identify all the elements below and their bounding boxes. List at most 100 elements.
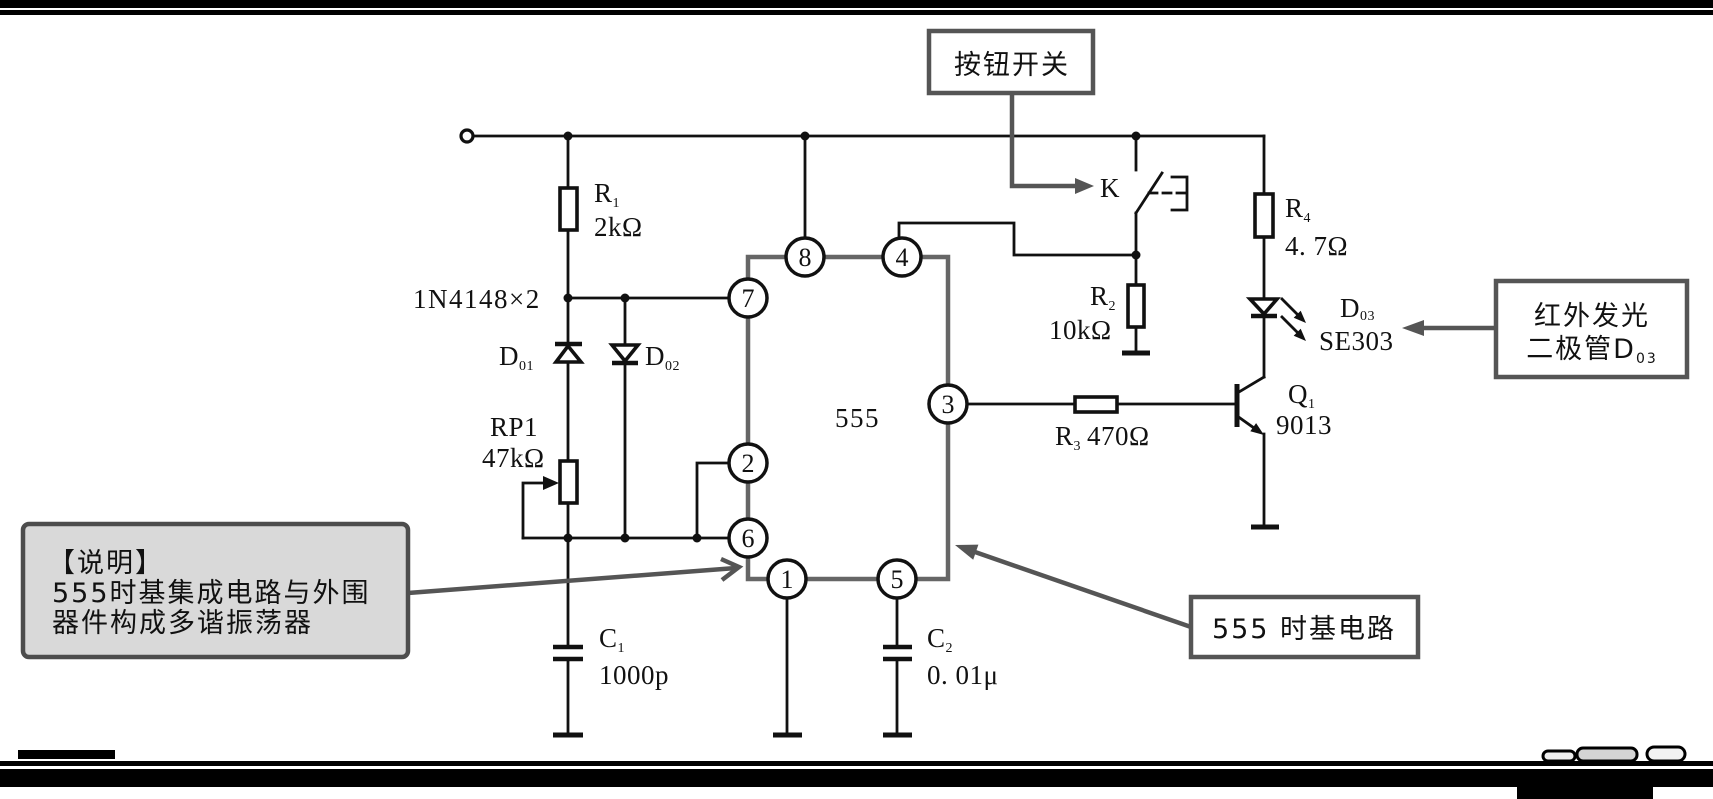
arrow-right-icon [720, 556, 744, 582]
junction-dot [1131, 250, 1141, 260]
note-line1: 555时基集成电路与外围 [52, 578, 371, 609]
diode-part-label: 1N4148×2 [413, 284, 541, 314]
pin-number: 1 [781, 565, 794, 594]
pin-number: 8 [799, 243, 812, 272]
c2-value: 0. 01μ [927, 660, 998, 690]
q1-label: Q1 [1288, 379, 1316, 412]
d01-triangle [552, 343, 585, 364]
pin2-wire [695, 461, 731, 540]
pin-circle [881, 236, 923, 278]
q1-collector [1237, 375, 1266, 394]
callout-text-line1: 红外发光 [1534, 301, 1650, 332]
note-line2: 器件构成多谐振荡器 [52, 608, 313, 639]
ic-pin-8: 8 [784, 236, 826, 278]
resistor-r2 [1126, 283, 1146, 329]
callout-box [1493, 278, 1690, 380]
ic-pin-7: 7 [727, 277, 769, 319]
arrow-up-left-icon [955, 544, 979, 560]
q1-emitter-arrow-icon [1250, 423, 1264, 435]
bottom-border-thin [0, 761, 1713, 766]
supply-terminal [459, 128, 475, 144]
diode-d01 [552, 341, 585, 364]
k-label: K [1100, 173, 1120, 203]
junction-dot [563, 293, 573, 303]
capacitor-c1 [553, 644, 583, 662]
d02-triangle [608, 343, 642, 364]
d01-label: D01 [499, 341, 534, 374]
led-emission-arrow-icon [1293, 328, 1306, 341]
pin-circle [876, 558, 918, 600]
c1-value: 1000p [599, 660, 669, 690]
r4-label: R4 [1285, 193, 1311, 226]
ic-pin-5: 5 [876, 558, 918, 600]
resistor-r1 [558, 186, 579, 232]
callout-connector [407, 565, 737, 596]
d03-label: D03 [1340, 293, 1375, 324]
pin-number: 3 [942, 390, 955, 419]
pin-number: 5 [891, 565, 904, 594]
callout-box [926, 28, 1096, 96]
arrow-left-icon [1402, 320, 1424, 336]
q1-value: 9013 [1276, 410, 1332, 440]
potentiometer-rp1 [558, 459, 579, 505]
arrow-right-icon [1075, 178, 1094, 194]
callout-text: 按钮开关 [954, 50, 1070, 81]
r1-label: R1 [594, 178, 620, 211]
rp1-wiper-wire [521, 481, 547, 540]
decorative-scribble [1541, 745, 1687, 763]
diode-d02 [608, 343, 642, 366]
c1-label: C1 [599, 623, 625, 656]
pin-circle [727, 277, 769, 319]
note-heading: 【说明】 [48, 548, 164, 579]
led-emission-ray [1280, 315, 1300, 335]
callout-timer-circuit: 555 时基电路 [955, 544, 1421, 660]
ic-pin-4: 4 [881, 236, 923, 278]
bottom-left-bar [18, 750, 115, 759]
ir-led-d03 [1245, 297, 1306, 341]
ic-pin-6: 6 [727, 517, 769, 559]
resistor-r3 [1073, 395, 1119, 414]
callout-box [1188, 594, 1421, 660]
ic-pin-3: 3 [927, 383, 969, 425]
pin4-wire [897, 221, 1138, 257]
junction-dot [800, 131, 810, 141]
led-emission-ray [1280, 297, 1300, 317]
pin-number: 2 [742, 449, 755, 478]
junction-dot [563, 131, 573, 141]
bottom-right-block [1517, 787, 1653, 799]
led-triangle [1245, 297, 1281, 317]
led-emission-arrow-icon [1293, 310, 1306, 323]
rp1-label: RP1 [490, 412, 538, 442]
d02-label: D02 [645, 341, 680, 374]
r2-value: 10kΩ [1049, 315, 1112, 345]
pin-circle [784, 236, 826, 278]
pin-number: 7 [742, 284, 755, 313]
callout-ir-led: 红外发光 二极管D03 [1402, 278, 1690, 380]
callout-connector [1009, 93, 1078, 189]
transistor-q1 [1234, 375, 1279, 530]
pin-circle [766, 558, 808, 600]
junction-dots [563, 131, 1141, 543]
top-border-thick [0, 0, 1713, 8]
pin-number: 4 [896, 243, 909, 272]
junction-dot [563, 533, 573, 543]
pin-circle [727, 517, 769, 559]
r2-label: R2 [1090, 281, 1116, 314]
q1-emitter [1238, 416, 1256, 430]
callout-connector [974, 549, 1192, 630]
junction-dot [620, 293, 630, 303]
c2-label: C2 [927, 623, 953, 656]
bottom-border-thick [0, 769, 1713, 787]
switch-button-bracket [1170, 175, 1189, 212]
rp1-wiper-arrow [543, 476, 559, 490]
junction-dot [1131, 131, 1141, 141]
scribble-blob [1575, 746, 1639, 763]
resistor-r4 [1253, 192, 1275, 239]
scribble-blob [1541, 749, 1577, 763]
ic-pin-2: 2 [727, 442, 769, 484]
note-box [20, 521, 411, 660]
capacitor-c2 [883, 644, 912, 662]
scribble-blob [1645, 745, 1687, 763]
